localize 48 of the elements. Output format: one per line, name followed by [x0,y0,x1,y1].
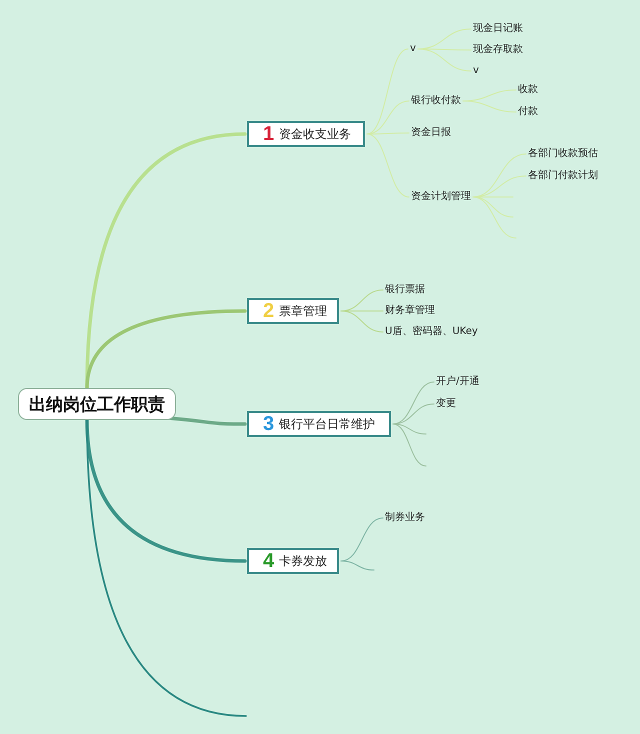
subtopic-label: 资金日报 [411,127,451,139]
topic-label: 卡券发放 [279,552,328,570]
topic-box [247,298,339,324]
topic-label: 资金收支业务 [279,126,352,142]
subtopic-label: 资金计划管理 [411,191,471,203]
subtopic-label: 现金日记账 [473,23,523,35]
subtopic-label: 变更 [436,398,456,410]
branch-line [392,424,426,466]
branch-line [85,309,247,390]
subtopic-label: 开户/开通 [436,376,480,388]
branch-line [417,48,472,72]
subtopic-label: v [410,43,416,55]
topic-number: 1 [263,122,274,146]
subtopic-label: 制券业务 [385,512,425,524]
topic-number: 4 [263,550,274,572]
branch-line [340,560,374,570]
branch-line [392,424,426,434]
subtopic-label: 收款 [518,84,538,96]
subtopic-label: 银行收付款 [411,95,461,107]
topic-number: 3 [263,412,274,436]
subtopic-label: 银行票据 [385,284,425,296]
subtopic-label: 各部门收款预估 [528,148,598,160]
topic-box [247,121,365,147]
branch-line [340,310,384,332]
subtopic-label: v [473,65,479,77]
root-topic: 出纳岗位工作职责 [18,388,176,420]
subtopic-label: 付款 [518,106,538,118]
topic-number: 2 [263,300,274,322]
branch-line [472,196,514,218]
branch-line [85,418,247,563]
branch-line [86,419,247,717]
topic-box [247,548,339,574]
topic-box [247,411,391,437]
subtopic-label: U盾、密码器、UKey [385,326,478,338]
branch-line [366,100,410,134]
branch-line [366,132,410,134]
branch-line [472,196,516,238]
branch-line [472,154,526,198]
branch-line [366,48,408,134]
branch-line [462,100,516,112]
topic-label: 银行平台日常维护 [279,416,376,432]
branch-line [340,518,384,562]
topic-label: 票章管理 [279,302,328,320]
branch-line [366,134,410,198]
subtopic-label: 各部门付款计划 [528,170,598,182]
subtopic-label: 现金存取款 [473,44,523,56]
branch-line [392,382,434,424]
subtopic-label: 财务章管理 [385,305,435,317]
